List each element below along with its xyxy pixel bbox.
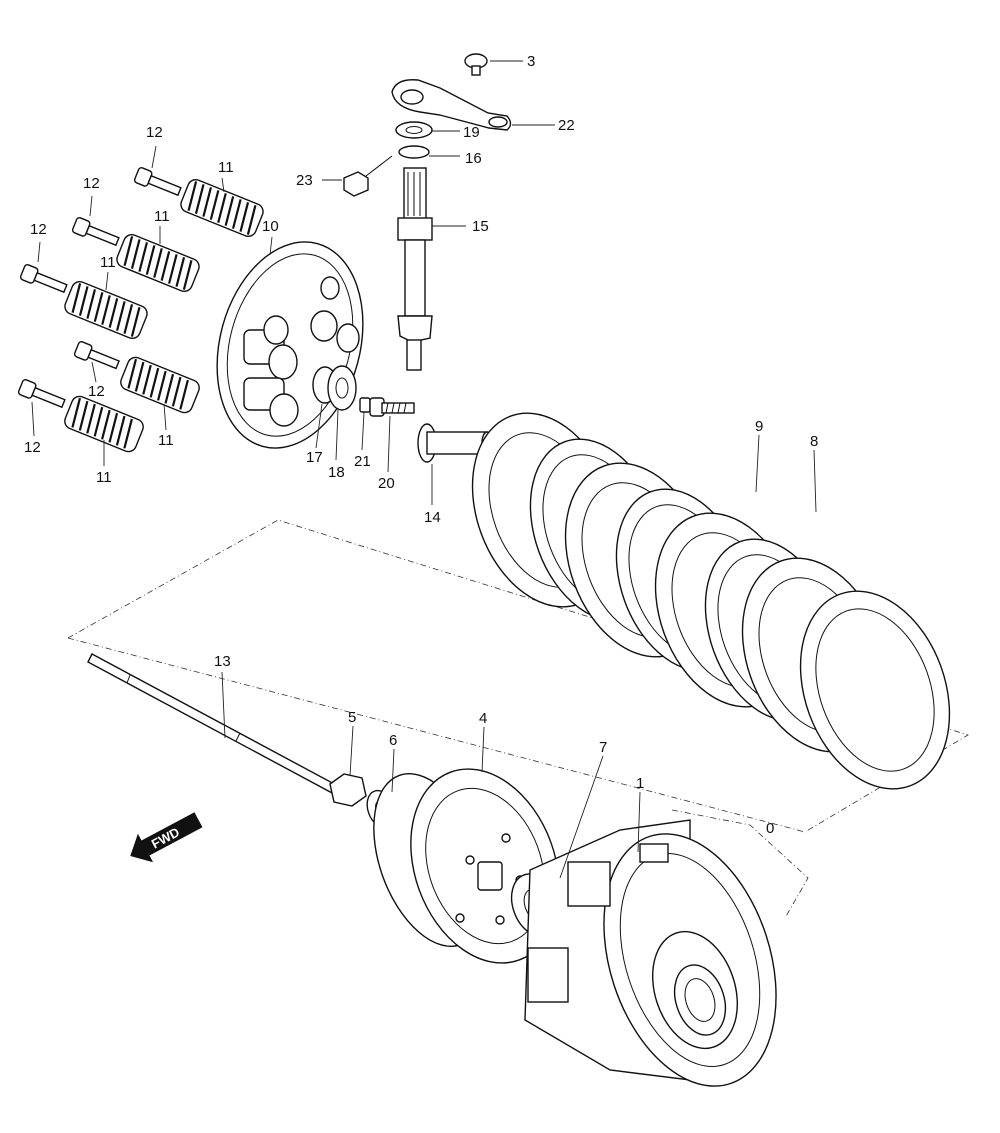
- circlip-21: [359, 397, 371, 413]
- label-1: 1: [636, 775, 644, 792]
- label-3: 3: [527, 53, 535, 70]
- label-12-c: 12: [30, 221, 47, 238]
- label-21: 21: [354, 453, 371, 470]
- clutch-springs-11: [64, 178, 264, 453]
- spring-bolts-12: [17, 167, 182, 409]
- bearing-18: [327, 365, 357, 411]
- label-11-a: 11: [218, 159, 234, 176]
- label-8: 8: [810, 433, 818, 450]
- label-22: 22: [558, 117, 575, 134]
- label-16: 16: [465, 150, 482, 167]
- clutch-lever-22: [391, 79, 512, 131]
- label-14: 14: [424, 509, 441, 526]
- label-18: 18: [328, 464, 345, 481]
- lifter-rod-20: [369, 397, 415, 417]
- label-11-d: 11: [158, 432, 174, 449]
- label-0: 0: [766, 820, 774, 837]
- label-12-b: 12: [83, 175, 100, 192]
- label-6: 6: [389, 732, 397, 749]
- leader-lines: [31, 60, 817, 879]
- lifter-shaft-15: [397, 167, 433, 371]
- label-11-c: 11: [100, 254, 116, 271]
- nut-5: [329, 773, 367, 807]
- label-4: 4: [479, 710, 487, 727]
- push-rod-13: [87, 653, 339, 795]
- o-ring-16: [398, 145, 430, 159]
- label-10: 10: [262, 218, 279, 235]
- part-labels: 3 22 19 16 23 15 10 11 11 11 11 11 12 12…: [24, 53, 818, 837]
- label-23: 23: [296, 172, 313, 189]
- washer-19: [395, 121, 433, 139]
- label-12-d: 12: [88, 383, 105, 400]
- pressure-plate-10: [216, 241, 364, 449]
- label-7: 7: [599, 739, 607, 756]
- label-5: 5: [348, 709, 356, 726]
- fwd-label: FWD: [149, 824, 182, 851]
- clutch-plate-stack: [471, 412, 951, 790]
- label-12-e: 12: [24, 439, 41, 456]
- fwd-arrow: FWD: [130, 812, 203, 863]
- label-11-e: 11: [96, 469, 112, 486]
- clutch-housing-0: [524, 819, 777, 1087]
- bolt-23: [343, 155, 393, 197]
- screw-3: [464, 53, 488, 76]
- label-11-b: 11: [154, 208, 170, 225]
- friction-plate-8: [799, 590, 951, 790]
- label-19: 19: [463, 124, 480, 141]
- label-9: 9: [755, 418, 763, 435]
- label-20: 20: [378, 475, 395, 492]
- label-15: 15: [472, 218, 489, 235]
- label-17: 17: [306, 449, 323, 466]
- label-13: 13: [214, 653, 231, 670]
- label-12-a: 12: [146, 124, 163, 141]
